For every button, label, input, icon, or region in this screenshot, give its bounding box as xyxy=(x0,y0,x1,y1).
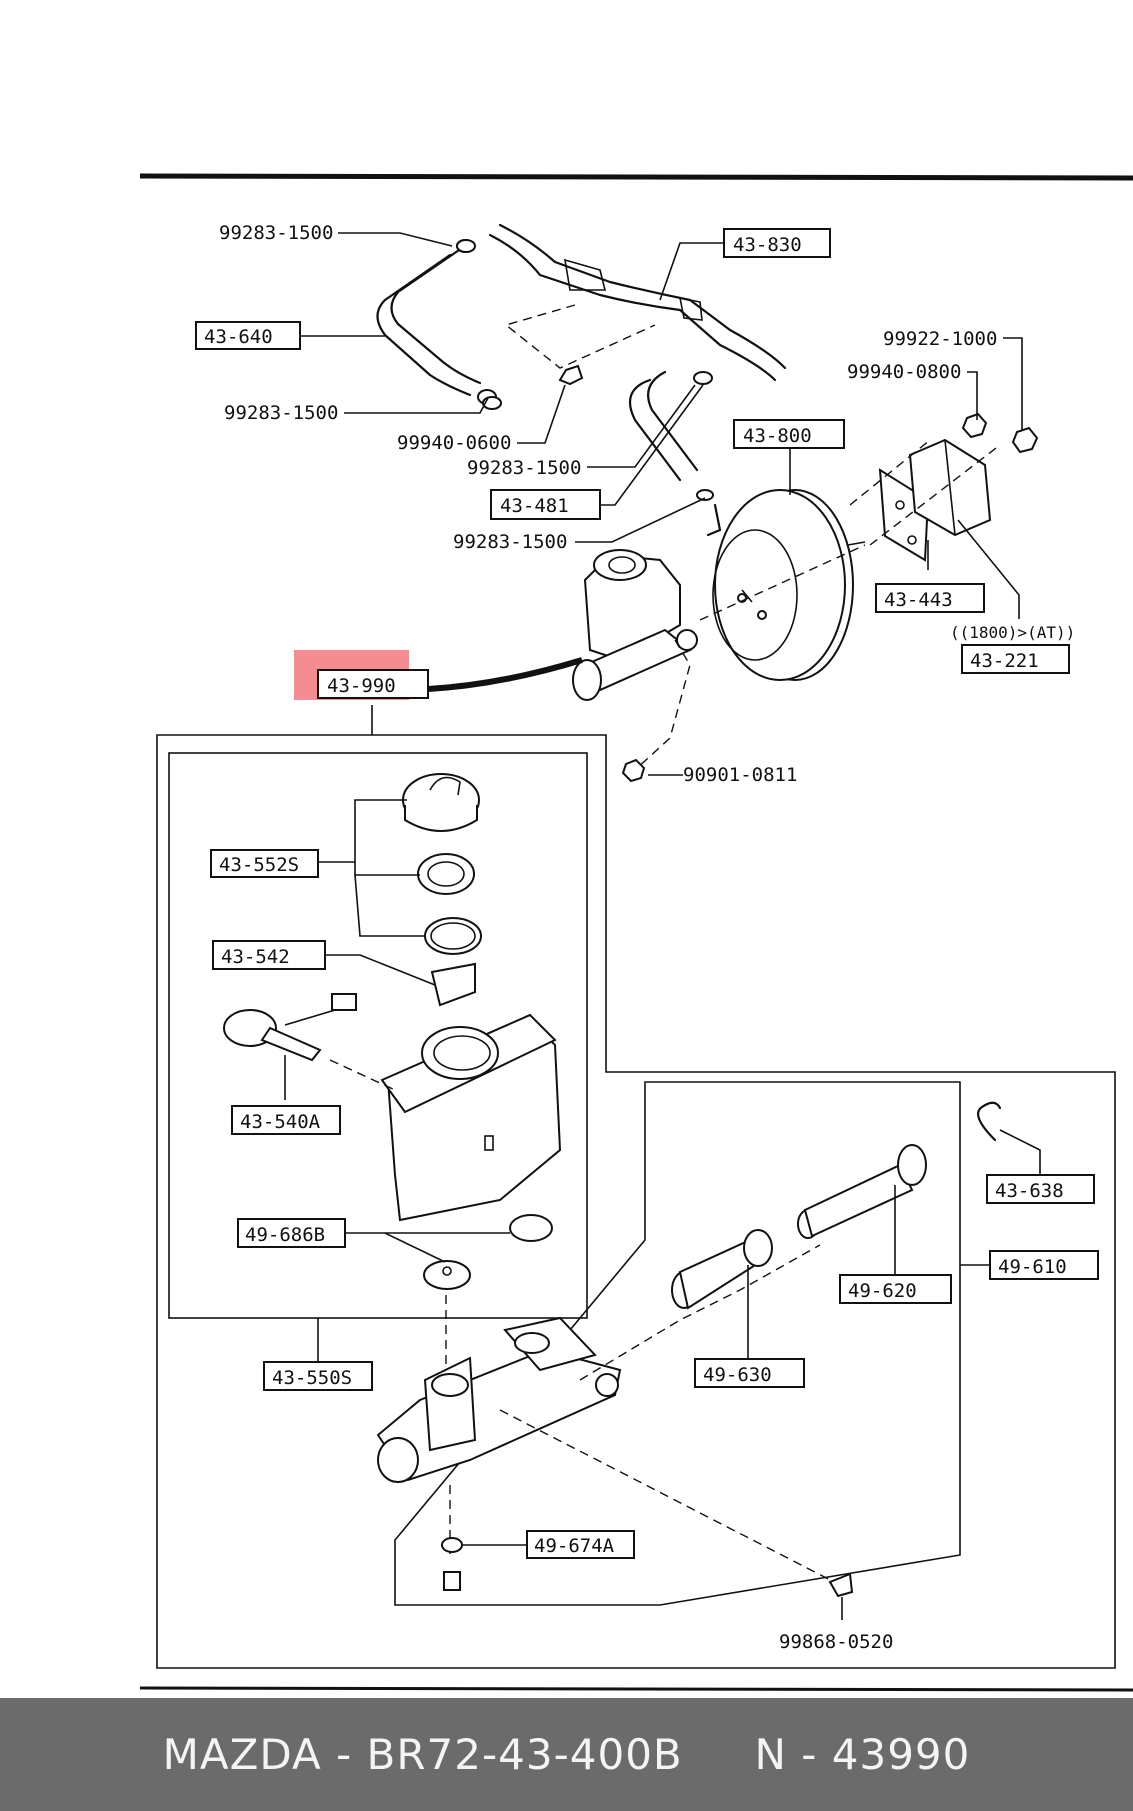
svg-text:49-686B: 49-686B xyxy=(245,1224,325,1246)
fluid-reservoir xyxy=(380,1013,562,1222)
arrow-43-990 xyxy=(427,657,583,692)
svg-text:49-674A: 49-674A xyxy=(534,1535,615,1557)
svg-text:43-990: 43-990 xyxy=(327,675,396,697)
label-43-481: 43-481 xyxy=(490,489,601,520)
leader-lines xyxy=(284,232,1041,1620)
top-rule xyxy=(139,173,1133,181)
svg-text:43-443: 43-443 xyxy=(884,589,953,611)
label-90901-0811: 90901-0811 xyxy=(683,764,797,786)
reservoir-cap-43-552s xyxy=(402,773,482,955)
label-99940-0600: 99940-0600 xyxy=(397,432,511,454)
svg-text:43-221: 43-221 xyxy=(970,650,1039,672)
cylinder-body-43-550s xyxy=(376,1316,622,1483)
grommets-49-686b xyxy=(423,1214,553,1290)
filter-43-542 xyxy=(430,962,476,1007)
snap-ring-43-638 xyxy=(977,1101,1002,1142)
svg-text:43-552S: 43-552S xyxy=(219,854,299,876)
label-43-638: 43-638 xyxy=(986,1174,1095,1204)
vacuum-hose-43-830 xyxy=(488,223,787,382)
label-99283-1500-c: 99283-1500 xyxy=(467,457,581,479)
master-cylinder-assembly xyxy=(572,549,698,701)
clamps xyxy=(456,239,714,501)
svg-text:43-830: 43-830 xyxy=(733,234,802,256)
piston-49-630 xyxy=(671,1229,773,1310)
float-switch-43-540a xyxy=(223,993,357,1062)
label-49-620: 49-620 xyxy=(839,1274,952,1304)
footer-text: MAZDA - BR72-43-400B N - 43990 xyxy=(162,1730,971,1779)
screw-99868-0520 xyxy=(828,1572,854,1598)
label-99283-1500-d: 99283-1500 xyxy=(453,531,567,553)
label-99922-1000: 99922-1000 xyxy=(883,328,997,350)
label-1800-at: ((1800)>(AT)) xyxy=(950,623,1075,642)
nut-90901-0811 xyxy=(621,758,646,783)
svg-text:43-540A: 43-540A xyxy=(240,1111,321,1133)
label-49-686b: 49-686B xyxy=(237,1218,346,1248)
label-99283-1500-b: 99283-1500 xyxy=(224,402,338,424)
label-49-674a: 49-674A xyxy=(526,1530,635,1559)
label-43-990: 43-990 xyxy=(317,669,429,699)
label-43-540a: 43-540A xyxy=(231,1105,341,1135)
label-43-443: 43-443 xyxy=(875,583,985,613)
label-43-221: 43-221 xyxy=(961,644,1070,674)
brake-booster-43-800 xyxy=(706,489,866,681)
label-49-610: 49-610 xyxy=(989,1250,1099,1280)
o-ring-49-674a xyxy=(441,1537,463,1591)
svg-text:43-800: 43-800 xyxy=(743,425,812,447)
svg-text:49-620: 49-620 xyxy=(848,1280,917,1302)
nuts xyxy=(961,412,1039,454)
svg-text:43-640: 43-640 xyxy=(204,326,273,348)
parts-diagram: 43-640 43-830 43-481 43-800 43-443 43-22… xyxy=(139,173,1133,1692)
label-43-640: 43-640 xyxy=(195,321,301,350)
vacuum-hose-43-640 xyxy=(376,239,497,405)
svg-text:43-481: 43-481 xyxy=(500,495,569,517)
part-number-footer: MAZDA - BR72-43-400B N - 43990 xyxy=(0,1698,1133,1811)
svg-text:43-638: 43-638 xyxy=(995,1180,1064,1202)
label-99940-0800: 99940-0800 xyxy=(847,361,961,383)
label-43-550s: 43-550S xyxy=(263,1361,373,1391)
svg-text:43-550S: 43-550S xyxy=(272,1367,352,1389)
label-43-542: 43-542 xyxy=(212,940,326,970)
spacer-43-221 xyxy=(908,438,992,537)
label-49-630: 49-630 xyxy=(694,1358,805,1388)
bottom-rule xyxy=(139,1686,1133,1692)
label-99283-1500-a: 99283-1500 xyxy=(219,222,333,244)
label-43-800: 43-800 xyxy=(733,419,845,449)
label-99868-0520: 99868-0520 xyxy=(779,1631,893,1653)
label-43-552s: 43-552S xyxy=(210,849,319,878)
svg-text:43-542: 43-542 xyxy=(221,946,290,968)
piston-49-620 xyxy=(797,1144,927,1239)
svg-text:49-630: 49-630 xyxy=(703,1364,772,1386)
svg-text:49-610: 49-610 xyxy=(998,1256,1067,1278)
label-43-830: 43-830 xyxy=(723,228,831,258)
vacuum-hose-43-481 xyxy=(628,370,713,482)
